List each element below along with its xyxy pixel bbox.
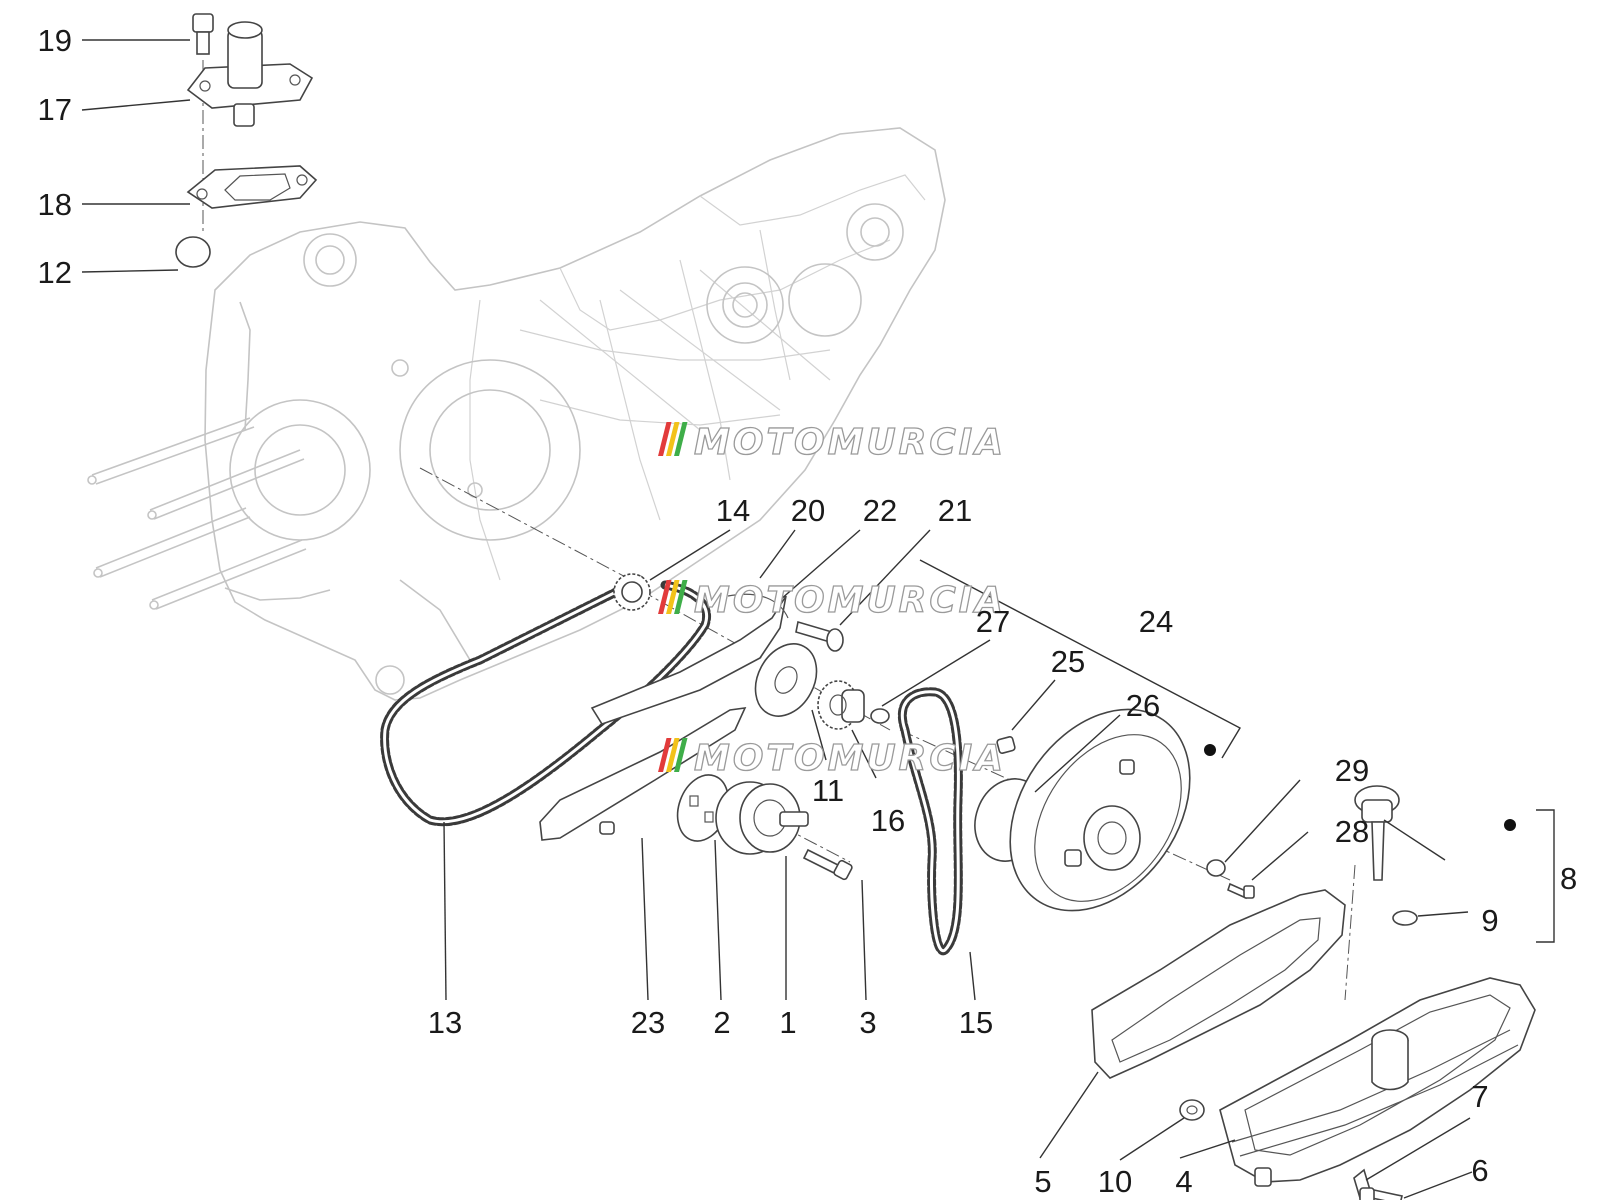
callout-16: 16 bbox=[871, 803, 905, 838]
oil-pump bbox=[715, 781, 809, 855]
pump-key bbox=[996, 736, 1016, 754]
small-o-ring bbox=[870, 708, 890, 724]
callout-9: 9 bbox=[1481, 903, 1498, 938]
callout-24: 24 bbox=[1139, 604, 1173, 639]
callout-19: 19 bbox=[38, 23, 72, 58]
callout-14: 14 bbox=[716, 493, 750, 528]
pump-bolt bbox=[802, 848, 853, 881]
callout-28: 28 bbox=[1335, 814, 1369, 849]
screw-washer bbox=[1206, 859, 1226, 877]
guide-bolt bbox=[795, 620, 844, 652]
watermark-text: MOTOMURCIA bbox=[694, 738, 1006, 779]
watermark: MOTOMURCIA MOTOMURCIA MOTOMURCIA bbox=[658, 421, 1006, 780]
chain-guide-slider bbox=[727, 593, 789, 619]
callout-17: 17 bbox=[38, 92, 72, 127]
sump-gasket bbox=[1091, 889, 1346, 1079]
chain-tensioner-group bbox=[175, 13, 318, 268]
callout-22: 22 bbox=[863, 493, 897, 528]
callout-6: 6 bbox=[1471, 1153, 1488, 1188]
callout-23: 23 bbox=[631, 1005, 665, 1040]
timing-chain-group bbox=[380, 467, 1356, 1001]
pump-cover-plate bbox=[1009, 708, 1191, 912]
callout-29: 29 bbox=[1335, 753, 1369, 788]
callout-13: 13 bbox=[428, 1005, 462, 1040]
crankcase-housing bbox=[87, 127, 946, 701]
callout-11: 11 bbox=[812, 773, 844, 808]
sprocket-washer bbox=[754, 643, 818, 717]
watermark-text: MOTOMURCIA bbox=[694, 580, 1006, 621]
chain-guide-upper bbox=[590, 595, 787, 725]
pump-sprocket bbox=[817, 680, 865, 730]
oil-dipstick bbox=[1354, 785, 1400, 881]
callout-5: 5 bbox=[1034, 1164, 1051, 1199]
tensioner-bolt bbox=[192, 13, 214, 55]
callout-27: 27 bbox=[976, 604, 1010, 639]
watermark-text: MOTOMURCIA bbox=[694, 422, 1006, 463]
o-ring bbox=[175, 236, 211, 268]
callout-15: 15 bbox=[959, 1005, 993, 1040]
callout-2: 2 bbox=[713, 1005, 730, 1040]
callout-8: 8 bbox=[1560, 861, 1577, 896]
oil-sump bbox=[1219, 977, 1536, 1187]
callout-12: 12 bbox=[38, 255, 72, 290]
dipstick-o-ring bbox=[1392, 910, 1418, 926]
callout-4: 4 bbox=[1175, 1164, 1192, 1199]
watermark-logo: MOTOMURCIA bbox=[658, 421, 1006, 464]
cover-screw bbox=[1227, 882, 1255, 900]
callout-labels: 19 17 18 12 14 20 22 21 27 24 25 26 29 2… bbox=[38, 23, 1578, 1199]
tensioner-gasket bbox=[186, 165, 318, 209]
callout-7: 7 bbox=[1471, 1079, 1488, 1114]
callout-21: 21 bbox=[938, 493, 972, 528]
callout-18: 18 bbox=[38, 187, 72, 222]
callout-3: 3 bbox=[859, 1005, 876, 1040]
drive-sprocket bbox=[613, 573, 651, 611]
leader-lines bbox=[81, 39, 1473, 1199]
callout-1: 1 bbox=[779, 1005, 796, 1040]
callout-20: 20 bbox=[791, 493, 825, 528]
bracket-dot bbox=[1504, 819, 1516, 831]
watermark-logo: MOTOMURCIA bbox=[658, 737, 1006, 780]
oil-sump-group bbox=[919, 559, 1555, 1200]
sump-bushing bbox=[1179, 1099, 1205, 1121]
chain-tensioner bbox=[186, 21, 314, 127]
callout-26: 26 bbox=[1126, 688, 1160, 723]
sump-bolt bbox=[1359, 1187, 1403, 1200]
callout-25: 25 bbox=[1051, 644, 1085, 679]
bracket-dot bbox=[1204, 744, 1216, 756]
callout-10: 10 bbox=[1098, 1164, 1132, 1199]
watermark-logo: MOTOMURCIA bbox=[658, 579, 1006, 622]
chain-guide-lower bbox=[539, 707, 747, 841]
